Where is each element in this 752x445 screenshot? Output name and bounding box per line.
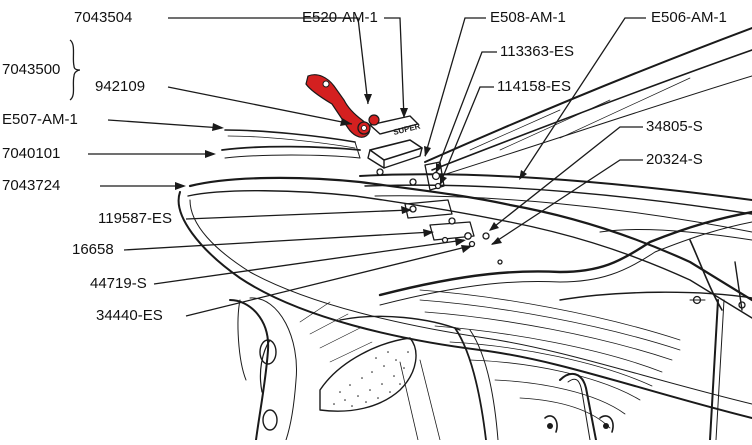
- leader-16658: [123, 231, 433, 251]
- arrow-113363-ES: [436, 163, 443, 173]
- callout-34440-ES: 34440-ES: [96, 307, 163, 324]
- clamp: [544, 372, 614, 441]
- arrow-44719-S: [455, 238, 466, 246]
- callout-942109: 942109: [95, 78, 146, 95]
- hood-strips: [221, 129, 361, 159]
- leader-34805-S: [489, 126, 643, 231]
- callout-E506-AM-1: E506-AM-1: [651, 9, 727, 26]
- clamp-bolts: [547, 423, 609, 429]
- arrow-7043724: [175, 182, 186, 190]
- arrow-942109: [340, 118, 352, 126]
- leader-E506-AM-1: [519, 17, 646, 179]
- leader-114158-ES: [439, 86, 494, 185]
- fasteners: [376, 168, 503, 265]
- arrow-20324-S: [491, 237, 502, 245]
- callout-E520-AM-1: E520-AM-1: [302, 9, 378, 26]
- arrow-119587-ES: [401, 206, 412, 214]
- arrow-34805-S: [489, 222, 499, 231]
- leader-119587-ES: [185, 209, 411, 220]
- leader-113363-ES: [435, 51, 497, 173]
- air-cleaner-texture: [333, 351, 409, 407]
- leader-E508-AM-1: [424, 17, 486, 157]
- callout-114158-ES: 114158-ES: [497, 78, 571, 95]
- leader-E507-AM-1: [107, 119, 223, 129]
- leader-44719-S: [153, 239, 465, 285]
- leader-20324-S: [491, 159, 643, 245]
- arrow-7040101: [205, 150, 216, 158]
- windshield: [424, 27, 752, 177]
- hood-opening: [177, 176, 752, 419]
- leader-7043504: [168, 17, 369, 105]
- callout-34805-S: 34805-S: [646, 118, 703, 135]
- callout-E508-AM-1: E508-AM-1: [490, 9, 566, 26]
- arrowheads: [175, 94, 527, 253]
- firewall: [419, 289, 681, 429]
- callout-E507-AM-1: E507-AM-1: [2, 111, 78, 128]
- car-body-artwork: [177, 27, 752, 441]
- callout-7043500: 7043500: [2, 61, 61, 78]
- callout-44719-S: 44719-S: [90, 275, 147, 292]
- emblem-assembly: [367, 115, 423, 169]
- arrow-E506-AM-1: [519, 170, 527, 180]
- leader-34440-ES: [185, 245, 471, 317]
- air-cleaner: [319, 337, 417, 412]
- hood-rod: [378, 210, 752, 306]
- callout-7043724: 7043724: [2, 177, 61, 194]
- callout-119587-ES: 119587-ES: [98, 210, 172, 227]
- callout-20324-S: 20324-S: [646, 151, 703, 168]
- callout-16658: 16658: [72, 241, 114, 258]
- left-inner-fender: [229, 297, 373, 441]
- arrow-E508-AM-1: [424, 146, 431, 157]
- callout-7043504: 7043504: [74, 9, 133, 26]
- arrow-7043504: [364, 94, 372, 104]
- brackets: [404, 161, 475, 241]
- leader-E520-AM-1: [384, 17, 405, 119]
- highlighted-part: [305, 74, 380, 138]
- callout-7040101: 7040101: [2, 145, 61, 162]
- leader-942109: [167, 86, 353, 125]
- right-fender: [559, 229, 752, 441]
- leader-lines: [69, 17, 646, 317]
- callout-113363-ES: 113363-ES: [500, 43, 574, 60]
- arrow-E507-AM-1: [212, 123, 224, 131]
- arrow-16658: [423, 229, 434, 237]
- arrow-E520-AM-1: [400, 108, 408, 118]
- radiator-support: [339, 315, 499, 441]
- arrow-114158-ES: [440, 175, 447, 185]
- brace-7043500: [69, 39, 81, 101]
- arrow-34440-ES: [461, 245, 472, 253]
